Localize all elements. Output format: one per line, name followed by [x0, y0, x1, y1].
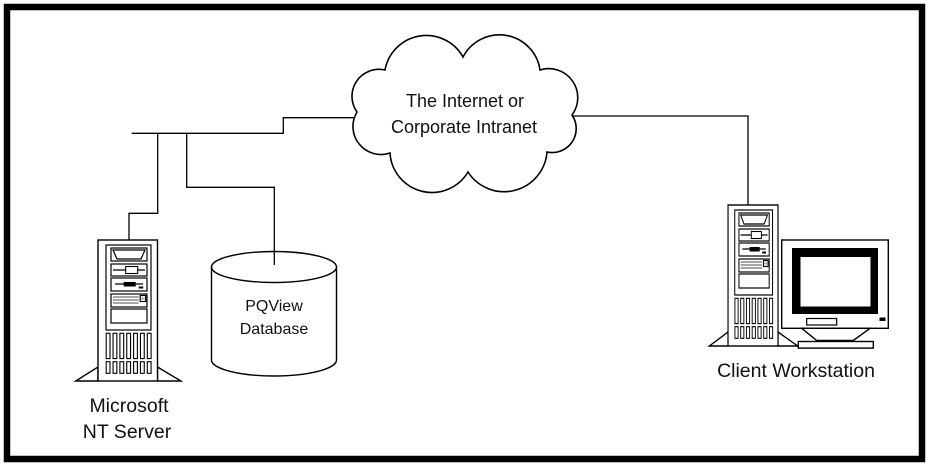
- database-label-line1: PQView: [245, 298, 303, 315]
- link-cloud-to-client: [562, 115, 749, 205]
- monitor-power-led: [879, 317, 886, 321]
- cloud-label-line1: The Internet or: [406, 91, 524, 111]
- client-label: Client Workstation: [717, 360, 875, 382]
- nt-server: Microsoft NT Server: [74, 239, 182, 443]
- link-lan-to-server: [128, 133, 159, 240]
- monitor-base: [797, 340, 874, 349]
- link-lan-to-database: [186, 133, 275, 265]
- server-tower-icon: [74, 239, 182, 382]
- monitor-neck: [799, 327, 873, 342]
- diagram-border: [3, 3, 926, 463]
- cloud-icon: [351, 34, 579, 194]
- internet-cloud: The Internet or Corporate Intranet: [351, 34, 579, 194]
- server-label-line1: Microsoft: [89, 395, 169, 417]
- network-lines-devices: [128, 133, 275, 265]
- database-cylinder-body: [210, 266, 338, 377]
- pqview-database: PQView Database: [210, 250, 338, 377]
- server-label-line2: NT Server: [83, 421, 172, 443]
- monitor-icon: [781, 239, 890, 349]
- link-lan-to-cloud: [131, 117, 368, 134]
- network-lines-cloud: [131, 115, 749, 205]
- monitor-screen: [800, 257, 871, 307]
- client-workstation: Client Workstation: [708, 204, 890, 382]
- database-label-line2: Database: [240, 321, 309, 338]
- monitor-button-panel: [806, 317, 838, 326]
- cloud-label-line2: Corporate Intranet: [391, 117, 537, 137]
